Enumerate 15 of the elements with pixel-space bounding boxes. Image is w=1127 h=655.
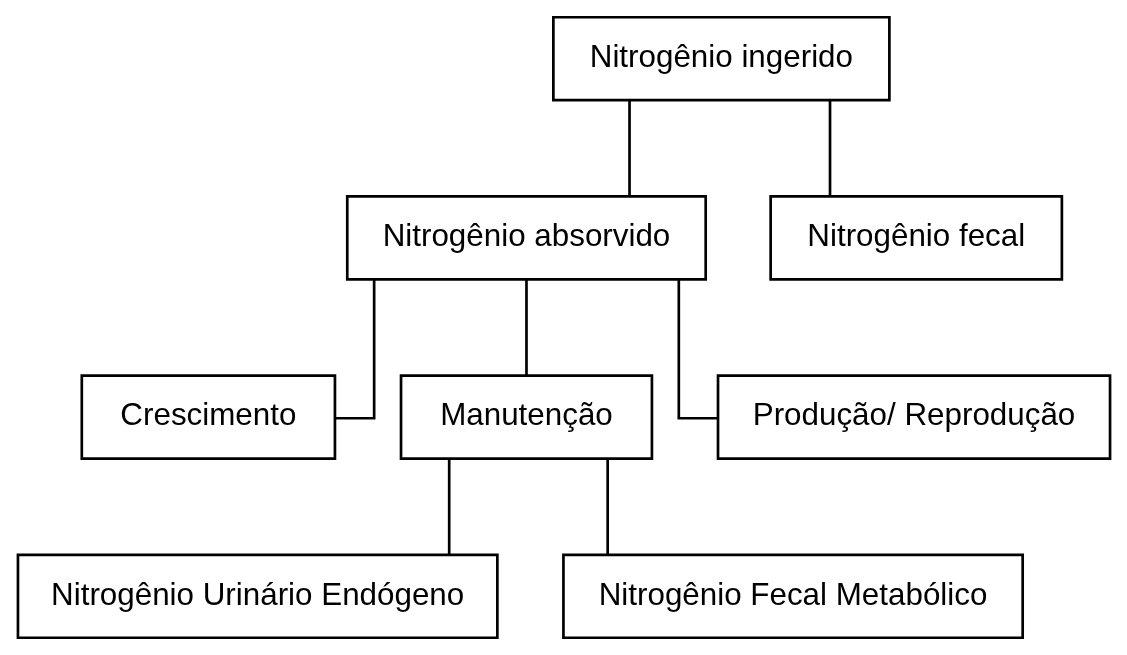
connector bbox=[335, 279, 375, 420]
node-box: Crescimento bbox=[79, 374, 336, 460]
node-box: Nitrogênio absorvido bbox=[345, 195, 707, 281]
connector bbox=[524, 279, 528, 376]
connector bbox=[447, 458, 451, 555]
connector bbox=[676, 279, 718, 420]
node-box: Nitrogênio fecal bbox=[768, 195, 1063, 281]
connector bbox=[828, 100, 831, 196]
node-box: Nitrogênio Fecal Metabólico bbox=[561, 553, 1024, 640]
node-box: Nitrogênio ingerido bbox=[551, 15, 891, 102]
node-box: Produção/ Reprodução bbox=[716, 374, 1111, 460]
connector bbox=[627, 100, 631, 196]
node-box: Nitrogênio Urinário Endógeno bbox=[16, 553, 499, 640]
node-box: Manutenção bbox=[399, 374, 653, 460]
connector bbox=[605, 458, 609, 555]
